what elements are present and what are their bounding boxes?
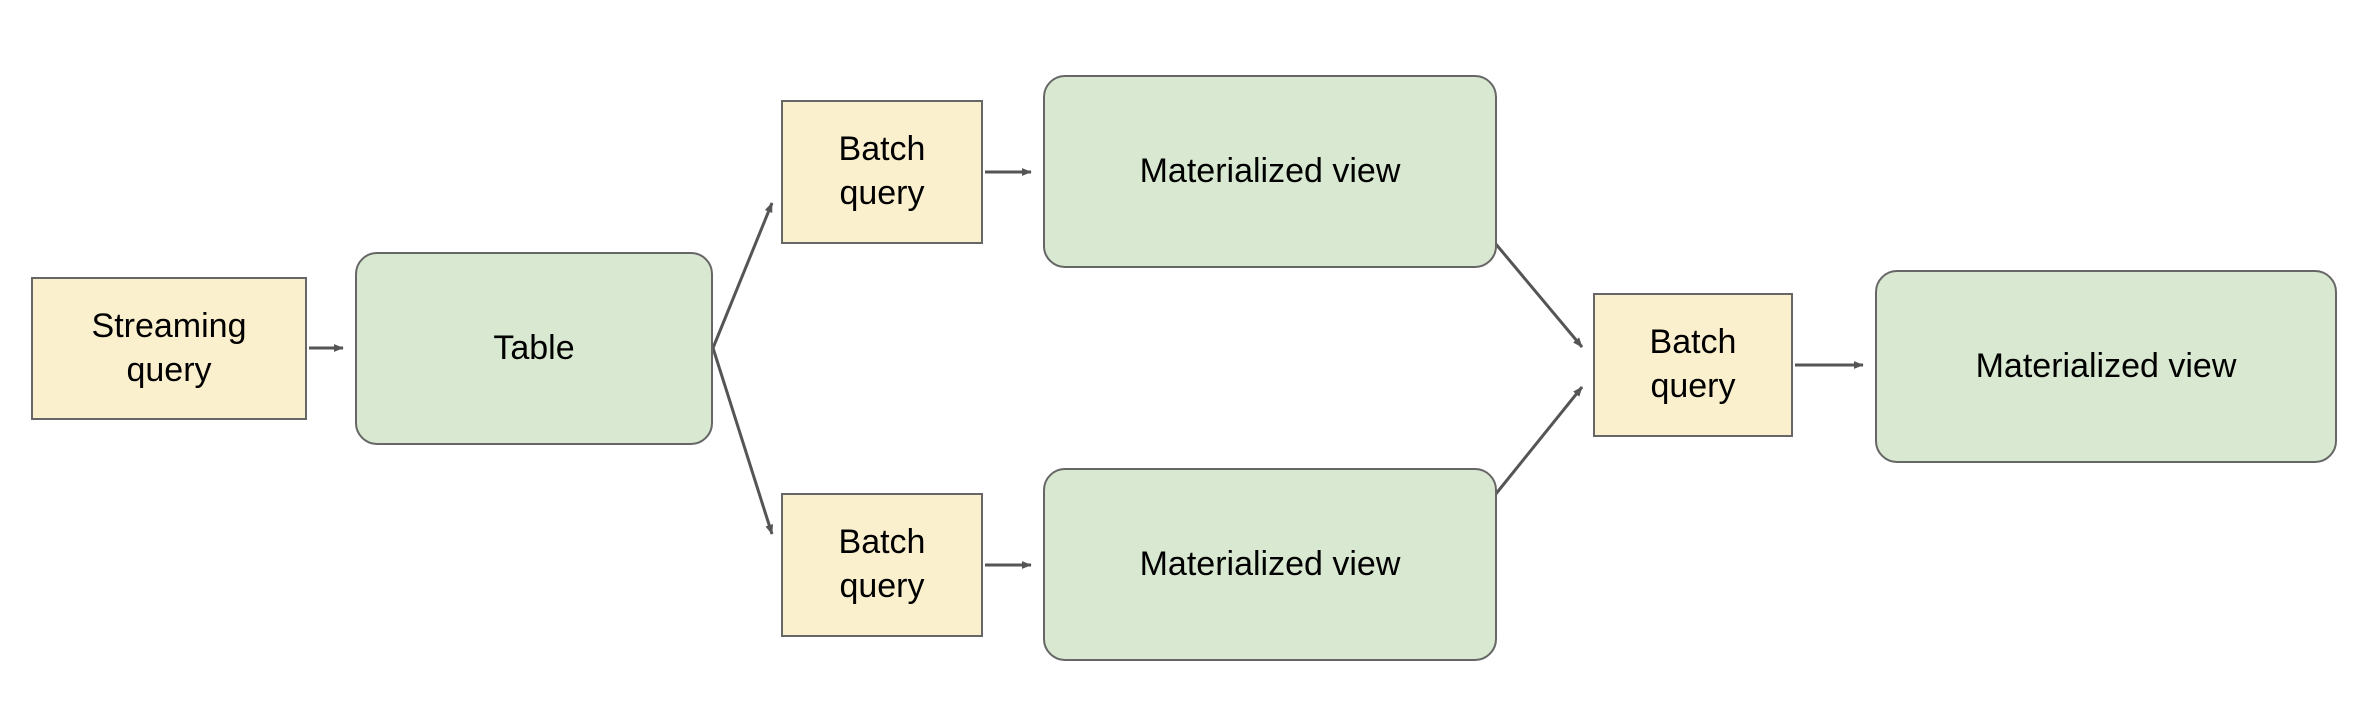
- node-batch-query-top-label: Batch query: [838, 130, 926, 212]
- node-table-label: Table: [493, 328, 575, 367]
- edge-table-to-batch-query-bottom: [711, 347, 774, 535]
- node-materialized-view-bottom[interactable]: Materialized view: [1043, 468, 1497, 661]
- node-streaming-query-label: Streaming query: [91, 306, 247, 389]
- node-materialized-view-top[interactable]: Materialized view: [1043, 75, 1497, 268]
- node-materialized-view-final[interactable]: Materialized view: [1875, 270, 2337, 463]
- node-batch-query-merge-label: Batch query: [1649, 323, 1737, 405]
- node-batch-query-top[interactable]: Batch query: [781, 100, 983, 244]
- edge-table-to-batch-query-top: [711, 202, 774, 349]
- node-materialized-view-bottom-label: Materialized view: [1139, 544, 1401, 583]
- node-table[interactable]: Table: [355, 252, 713, 445]
- node-streaming-query[interactable]: Streaming query: [31, 277, 307, 420]
- node-batch-query-merge[interactable]: Batch query: [1593, 293, 1793, 437]
- edge-materialized-view-top-to-batch-query-merge: [1493, 242, 1584, 348]
- node-batch-query-bottom-label: Batch query: [838, 523, 926, 605]
- node-materialized-view-final-label: Materialized view: [1975, 346, 2237, 385]
- node-materialized-view-top-label: Materialized view: [1139, 151, 1401, 190]
- edge-materialized-view-bottom-to-batch-query-merge: [1493, 386, 1584, 496]
- node-batch-query-bottom[interactable]: Batch query: [781, 493, 983, 637]
